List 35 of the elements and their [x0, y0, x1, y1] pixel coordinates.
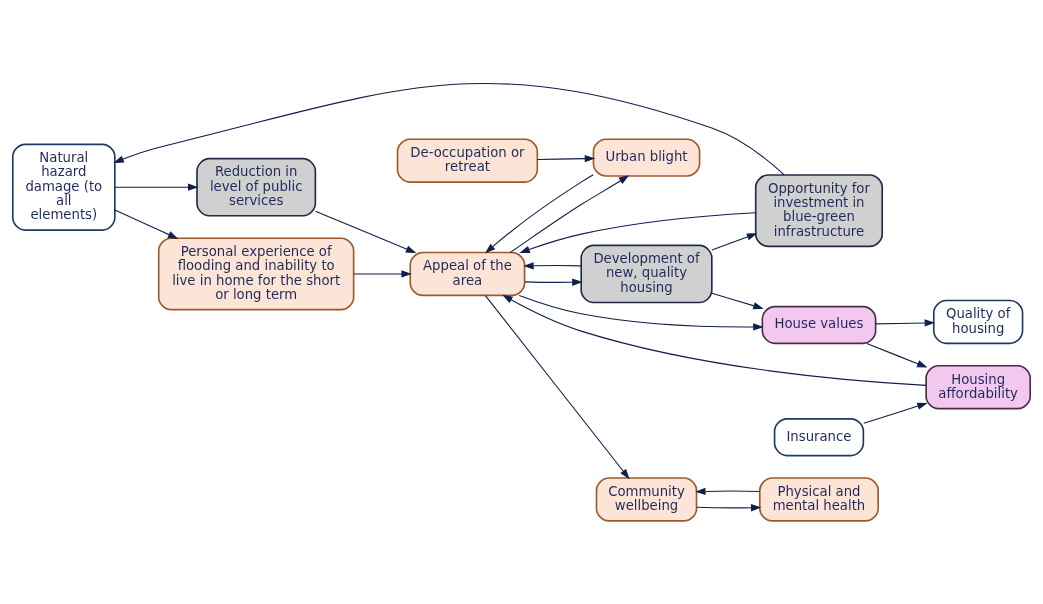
arrow	[523, 262, 582, 270]
arrow	[518, 294, 764, 331]
arrow	[113, 82, 785, 176]
arrow	[524, 278, 583, 286]
arrow	[875, 319, 935, 327]
arrow	[536, 155, 596, 163]
arrow	[114, 183, 199, 191]
node-box: Quality of housing	[932, 299, 1024, 345]
node-box: Natural hazard damage (to all elements)	[11, 143, 116, 231]
arrow	[502, 294, 927, 386]
node-box: Physical and mental health	[758, 477, 879, 522]
node-box: Opportunity for investment in blue-green infrastructure	[754, 174, 884, 248]
arrow	[711, 292, 764, 310]
node-box: Appeal of the area	[409, 251, 526, 297]
arrow	[863, 402, 928, 424]
node-box: Urban blight	[592, 138, 701, 177]
node-box: De-occupation or retreat	[396, 138, 539, 183]
arrow	[484, 295, 630, 480]
arrow	[315, 210, 417, 254]
node-box: Housing affordability	[925, 365, 1032, 410]
arrow	[353, 270, 412, 278]
arrow	[485, 174, 594, 254]
node-box: Personal experience of flooding and inability to live in home for the short or long term	[157, 237, 355, 311]
node-box: Community wellbeing	[595, 477, 698, 522]
node-box: Development of new, quality housing	[580, 244, 713, 304]
arrow	[866, 342, 928, 368]
arrow	[695, 487, 761, 496]
node-box: Insurance	[773, 418, 865, 457]
node-box: Reduction in level of public services	[196, 157, 317, 217]
arrow	[519, 212, 757, 254]
node-box: House values	[761, 305, 877, 345]
arrow	[711, 233, 758, 251]
arrow	[114, 209, 179, 239]
arrow	[696, 504, 762, 512]
arrow	[509, 175, 630, 254]
